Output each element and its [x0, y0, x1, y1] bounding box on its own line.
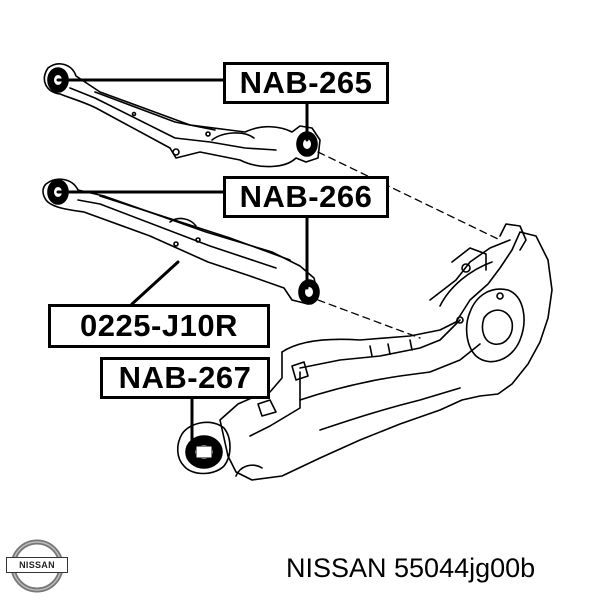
- label-0225-j10r: 0225-J10R: [48, 304, 270, 348]
- part-caption: NISSAN 55044jg00b: [286, 553, 536, 583]
- label-nab-267: NAB-267: [100, 357, 270, 399]
- logo-wordmark: NISSAN: [6, 557, 68, 573]
- leader-lines: [56, 78, 309, 452]
- leader-0225-j10r: [130, 260, 180, 306]
- nissan-logo-icon: NISSAN: [6, 535, 68, 597]
- rear-subframe: [176, 223, 553, 481]
- label-nab-265: NAB-265: [223, 62, 389, 104]
- alignment-dashes: [317, 151, 501, 339]
- label-nab-266: NAB-266: [223, 176, 389, 218]
- lower-control-arm: [42, 178, 320, 305]
